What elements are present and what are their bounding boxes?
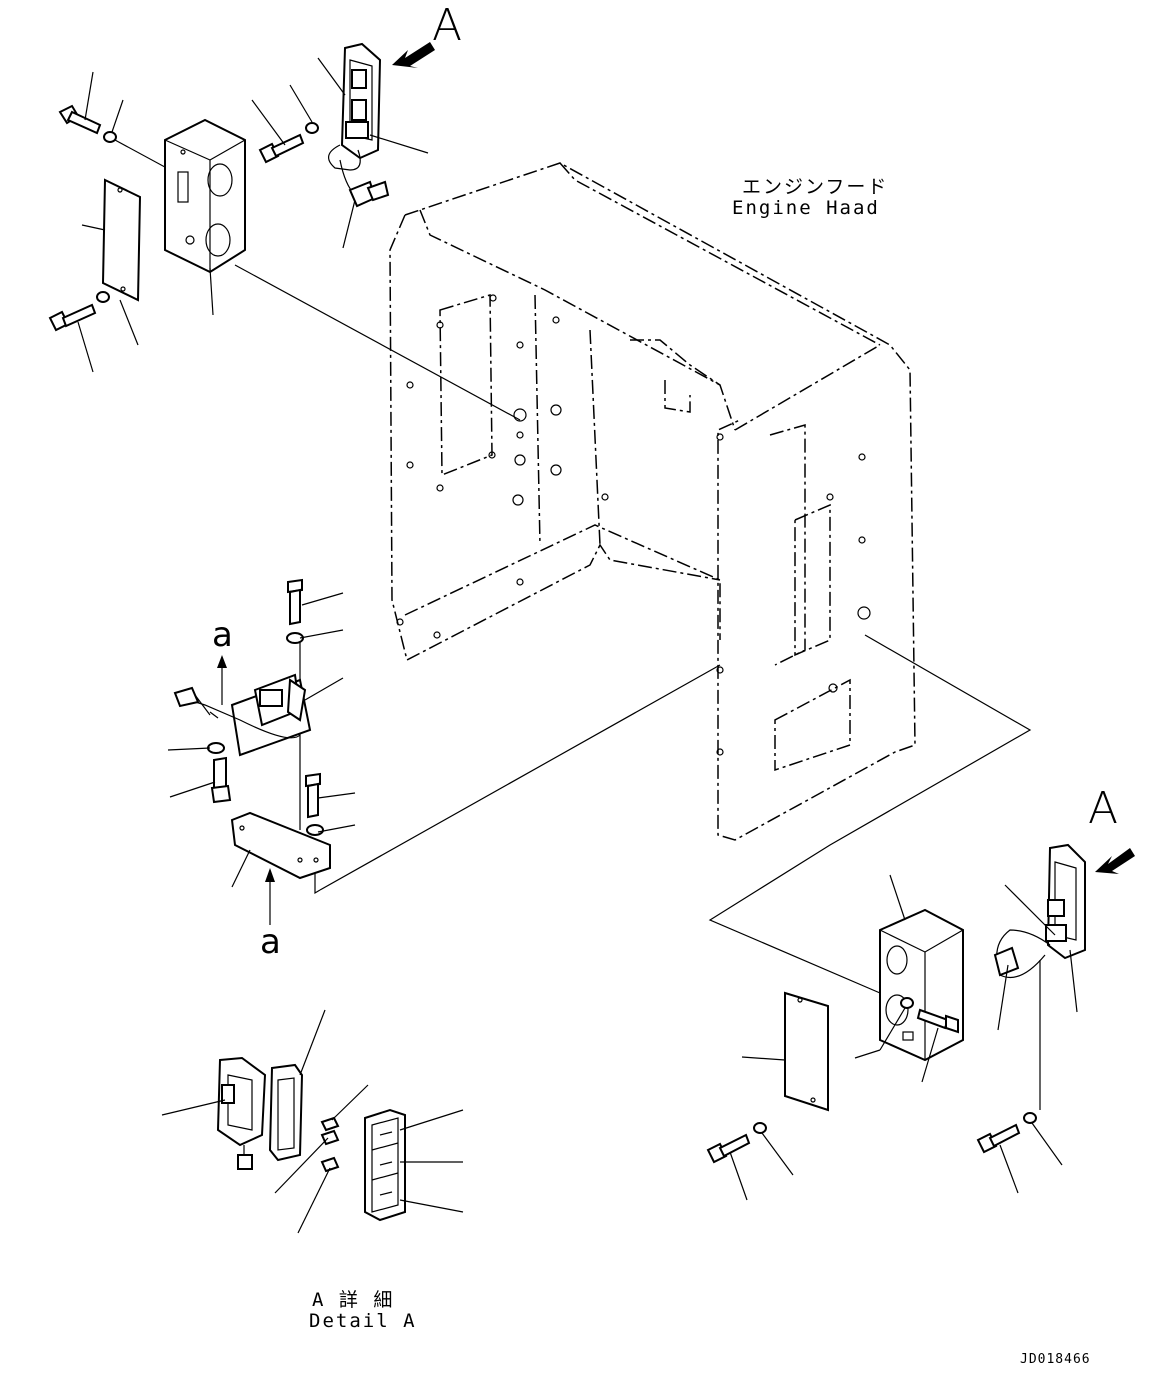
engine-hood-label-en: Engine Haad <box>732 197 880 219</box>
relay-assembly <box>173 578 331 880</box>
cover-plate-top <box>101 178 142 302</box>
detail-a-label-jp: A 詳 細 <box>312 1289 395 1311</box>
engine-hood-label-jp: エンジンフード <box>742 176 889 198</box>
reference-label-a-top: a <box>212 615 233 655</box>
bolts-top-left <box>48 104 319 332</box>
lamp-box-top <box>164 118 246 274</box>
leader-lines <box>77 57 1078 1234</box>
detail-a-label-en: Detail A <box>309 1310 417 1332</box>
bolts-bottom-right <box>706 997 1037 1164</box>
cover-plate-right <box>784 991 829 1112</box>
engine-hood-outline <box>389 162 916 841</box>
view-label-a-right: A <box>1088 783 1119 834</box>
lamp-box-right <box>879 908 964 1062</box>
view-label-a-top: A <box>432 0 463 51</box>
reference-arrows-a <box>217 655 275 925</box>
hood-bolt-holes <box>396 294 871 756</box>
drawing-number: JD018466 <box>1020 1352 1091 1367</box>
lamp-assembly-right <box>993 843 1086 979</box>
view-arrows-a <box>392 42 1135 874</box>
detail-a-parts <box>216 1056 406 1222</box>
reference-label-a-bottom: a <box>260 922 281 962</box>
lamp-assembly-top <box>328 42 390 208</box>
